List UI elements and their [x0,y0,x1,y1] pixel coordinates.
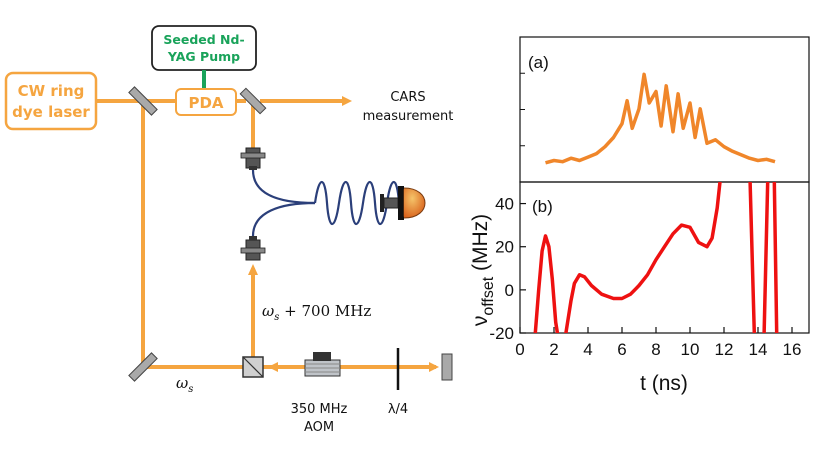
aom-label-line2: AOM [304,420,334,435]
x-tick-label: 8 [651,340,660,359]
freq-shift-label: ωs + 700 MHz [262,302,371,323]
retro-mirror [441,353,453,381]
pump-label-line2: YAG Pump [167,49,240,64]
y-tick-label: 20 [495,238,514,257]
aom-device [304,352,341,377]
aom-label-line1: 350 MHz [291,402,348,417]
beam-splitter-cube [242,356,264,378]
x-tick-label: 6 [617,340,626,359]
mirror-bottom-left [128,352,158,382]
panel-b-frame [519,181,810,334]
arrow-to-cars [342,96,352,106]
laser-box [4,71,98,131]
y-tick-label: 0 [505,281,514,300]
photodetector [380,186,426,220]
x-tick-label: 14 [749,340,768,359]
y-tick-label: -20 [489,324,514,343]
panel-a-label: (a) [528,53,549,72]
y-axis-title: νoffset (MHz) [469,214,497,326]
x-tick-label: 4 [583,340,592,359]
optical-setup: CW ring dye laser Seeded Nd- YAG Pump PD… [4,25,454,435]
arrow-back-to-bs [268,362,278,372]
series-a-line [545,72,776,165]
arrow-up-to-fiber [248,264,258,275]
omega-s-label: ωs [176,374,193,395]
x-tick-label: 0 [515,340,524,359]
waveplate-label: λ/4 [388,402,408,417]
series-b-line [533,182,779,333]
x-axis-title: t (ns) [640,372,688,395]
x-tick-label: 10 [681,340,700,359]
y-tick-label: 40 [495,195,514,214]
fiber-coupler-bottom [240,236,266,261]
arrow-to-retro [429,362,439,372]
laser-beams [96,99,436,369]
fiber-coupler-top [240,147,266,170]
cars-label-line1: CARS [390,90,425,105]
mirror-top-right [239,87,267,115]
x-tick-label: 16 [783,340,802,359]
x-tick-label: 12 [715,340,734,359]
pda-label: PDA [188,94,223,112]
laser-label-line1: CW ring [18,82,85,100]
panel-a-ticks [520,72,525,147]
x-tick-label: 2 [549,340,558,359]
panel-b-label: (b) [532,197,553,216]
pda-box [175,88,237,116]
laser-label-line2: dye laser [12,103,90,121]
pump-label-line1: Seeded Nd- [163,32,244,47]
mirror-top-left [128,86,158,116]
cars-label-line2: measurement [363,109,454,124]
